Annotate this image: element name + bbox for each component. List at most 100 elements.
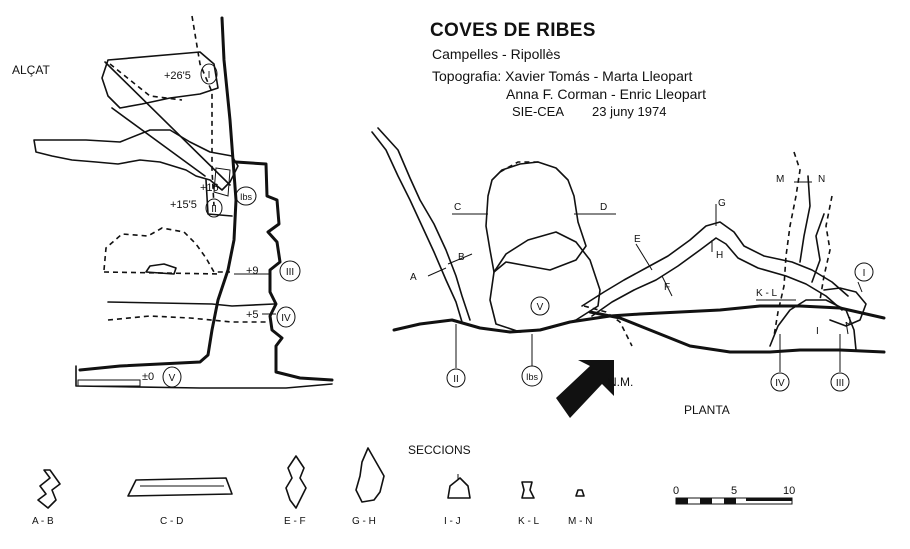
scale-tick-0: 0 [673, 485, 679, 497]
svg-text:V: V [169, 373, 176, 384]
section-mark-d: D [600, 202, 607, 213]
main-passage-left-wall [371, 131, 463, 323]
svg-text:E - F: E - F [284, 516, 306, 527]
svg-text:K - L: K - L [518, 516, 540, 527]
svg-text:I: I [208, 70, 211, 81]
level-ii-hatched-slope [213, 167, 231, 197]
svg-text:M - N: M - N [568, 516, 592, 527]
section-gh: G - H [352, 447, 385, 527]
scale-tick-10: 10 [783, 485, 795, 497]
north-east-gallery [819, 195, 833, 301]
level-v-base-passage [75, 365, 333, 389]
section-mark-c: C [454, 202, 461, 213]
elevation-label: ALÇAT [12, 63, 50, 77]
section-mark-g: G [718, 198, 726, 209]
plan-label: PLANTA [684, 403, 730, 417]
survey-date: 23 juny 1974 [592, 104, 667, 119]
level-i-wall [104, 61, 231, 186]
svg-text:II: II [211, 204, 217, 215]
svg-text:A - B: A - B [32, 516, 54, 527]
section-ab: A - B [32, 469, 61, 527]
elevation-view: ALÇAT +26'5 +16 +15'5 +9 +5 ± [12, 15, 334, 389]
svg-text:I - J: I - J [444, 516, 461, 527]
scale-tick-5: 5 [731, 485, 737, 497]
organization-label: SIE-CEA [512, 104, 565, 119]
north-branch-gallery-2 [799, 175, 811, 263]
sections-heading: SECCIONS [408, 443, 471, 457]
svg-text:III: III [836, 378, 844, 389]
section-cd: C - D [127, 477, 233, 527]
level-marker-ii: II [205, 198, 223, 218]
right-rock-face [234, 160, 334, 382]
svg-text:Ibs: Ibs [240, 192, 253, 202]
location-subtitle: Campelles - Ripollès [432, 46, 561, 62]
level-marker-v: V [162, 366, 182, 388]
plan-entrance-i: I [854, 262, 874, 293]
level-v-floor-fill [77, 379, 141, 387]
svg-text:I: I [863, 268, 866, 279]
passage-to-junction [581, 221, 849, 307]
plan-terrain-line [392, 304, 886, 334]
map-title: COVES DE RIBES [430, 20, 596, 41]
level-i-wall-2 [111, 107, 206, 177]
section-marks: A B C D E F G H K - L M N I J [410, 174, 851, 337]
cliff-profile-line [78, 16, 238, 372]
connecting-dashed-passage [583, 305, 633, 347]
sediment-deposit [489, 231, 601, 333]
svg-text:III: III [286, 267, 294, 278]
level-marker-iii: III [279, 260, 301, 282]
sections-legend: SECCIONS A - B C - D E - F G - H I - J K… [32, 443, 592, 527]
entrance-i-chamber [823, 287, 867, 327]
survey-credits-line-1: Topografia: Xavier Tomás - Marta Lleopar… [432, 68, 693, 84]
height-label-v: ±0 [142, 371, 154, 383]
svg-text:IV: IV [775, 378, 785, 389]
north-branch-gallery [773, 151, 801, 337]
height-label-ibs: +15'5 [170, 199, 197, 211]
height-label-ii: +16 [200, 182, 219, 194]
lower-chamber [769, 299, 857, 351]
svg-text:IV: IV [281, 313, 291, 324]
height-label-iii: +9 [246, 265, 259, 277]
section-ij: I - J [444, 474, 471, 527]
level-marker-iv: IV [276, 306, 296, 328]
scale-bar: 0 5 10 [673, 485, 795, 505]
plan-entrance-iii: III [830, 334, 850, 392]
level-iv-floor [107, 315, 268, 323]
svg-text:V: V [537, 302, 544, 313]
outcrop-dashed-edge [499, 161, 540, 173]
section-mark-m: M [776, 174, 784, 185]
section-mark-b: B [458, 252, 465, 263]
plan-view: PLANTA A B C D [371, 127, 886, 418]
svg-text:Ibs: Ibs [526, 372, 539, 382]
section-mark-e: E [634, 234, 641, 245]
level-marker-i: I [200, 63, 218, 85]
plan-entrance-ibs: Ibs [521, 334, 543, 387]
north-arrow-icon [556, 360, 614, 418]
north-east-gallery-2 [811, 213, 825, 283]
level-iii-deposit [145, 263, 177, 275]
north-arrow: N.M. [556, 360, 633, 418]
plan-entrance-v: V [530, 296, 550, 316]
section-mark-i: I [816, 326, 819, 337]
level-iv-passage [107, 301, 275, 307]
section-mark-kl: K - L [756, 288, 778, 299]
section-mn: M - N [568, 489, 592, 527]
north-label: N.M. [608, 375, 633, 389]
plan-terrain-line-lower [588, 310, 886, 354]
svg-text:G - H: G - H [352, 516, 376, 527]
section-mark-h: H [716, 250, 723, 261]
level-i-gallery [101, 51, 219, 109]
conglomerate-outcrop [485, 161, 587, 273]
level-ii-passage [33, 129, 239, 191]
section-mark-a: A [410, 272, 417, 283]
level-i-inner-dashes [109, 63, 183, 101]
section-mark-f: F [664, 282, 670, 293]
section-mark-j: J [846, 316, 851, 327]
survey-credits-line-2: Anna F. Corman - Enric Lleopart [506, 86, 706, 102]
height-label-i: +26'5 [164, 70, 191, 82]
plan-entrance-ii: II [446, 324, 466, 388]
section-mark-n: N [818, 174, 825, 185]
main-passage-right-wall [377, 127, 471, 321]
passage-to-junction-inner [591, 237, 843, 317]
